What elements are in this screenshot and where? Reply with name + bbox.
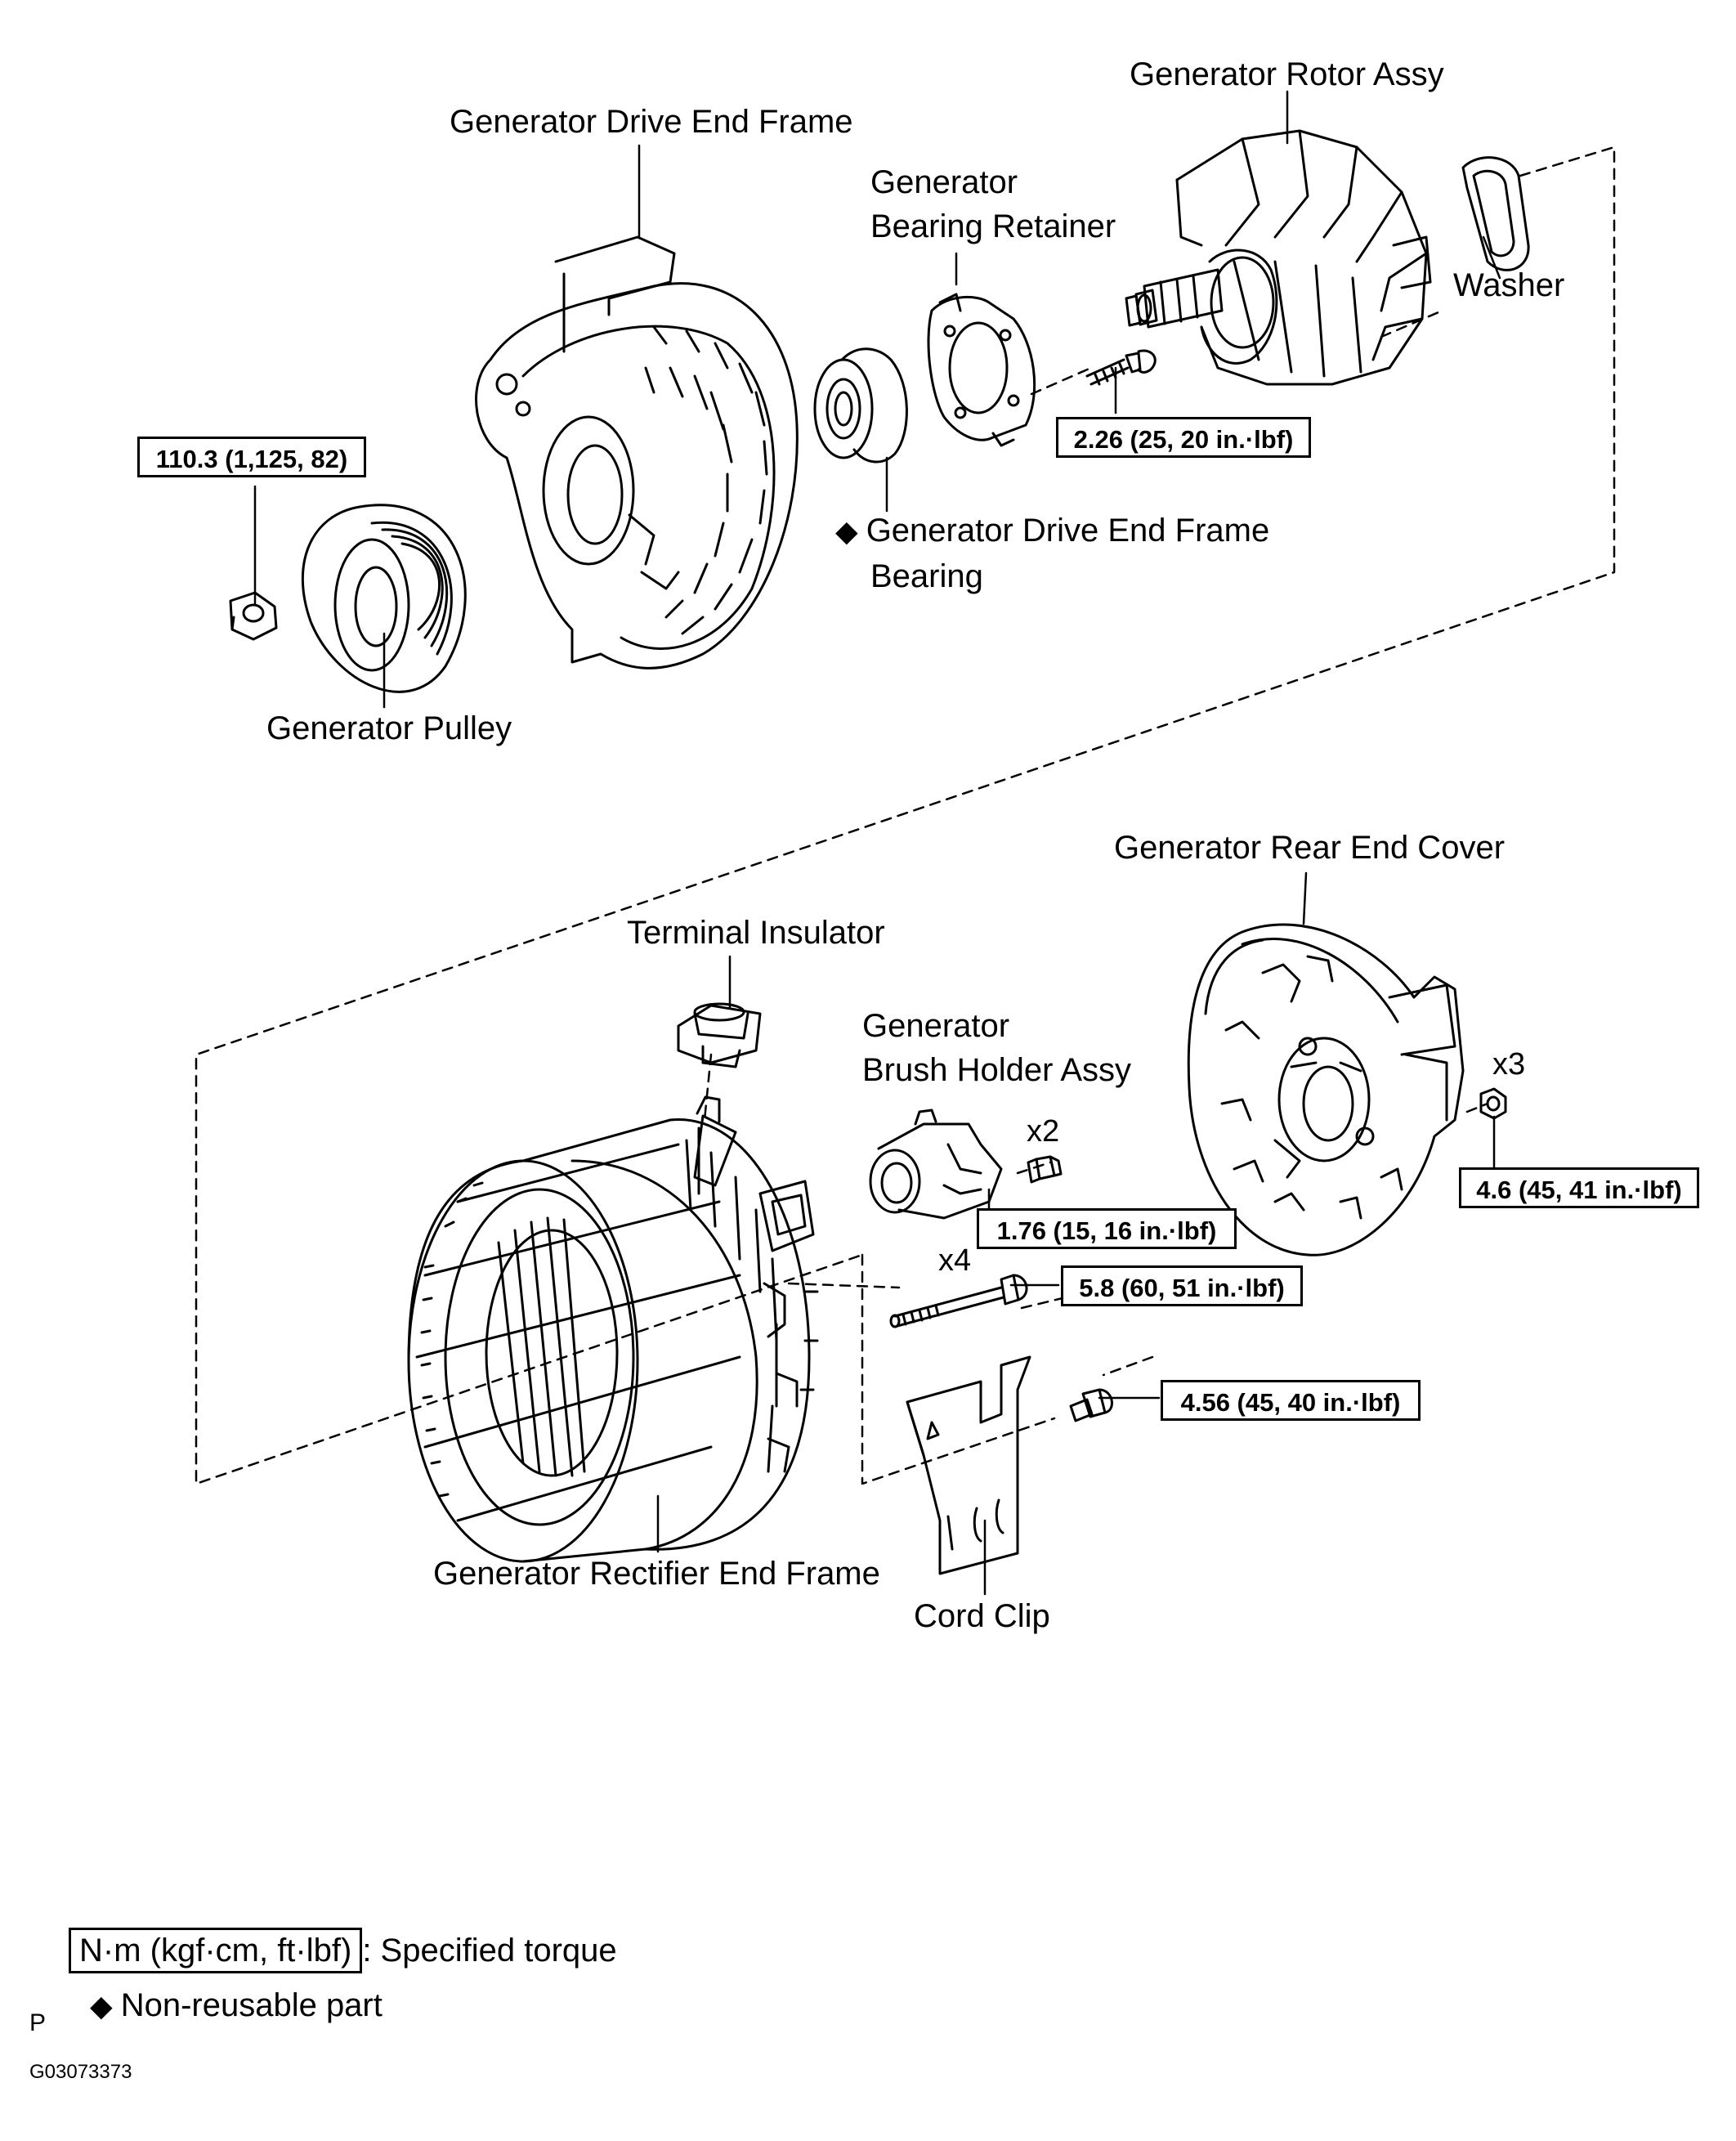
through-bolt-drawing [889, 1274, 1028, 1328]
drive-end-bearing-drawing [813, 347, 908, 464]
footer-code-p: P [29, 2009, 47, 2036]
legend-diamond-icon: ◆ [90, 1989, 113, 2022]
assembly-dashed-lines [195, 146, 1616, 1485]
label-drive-end-bearing-line2: Bearing [870, 558, 983, 594]
bearing-retainer-drawing [927, 293, 1036, 447]
legend-torque-row: N·m (kgf·cm, ft·lbf): Specified torque [69, 1928, 617, 1973]
drive-end-frame-drawing [475, 235, 799, 670]
label-drive-end-frame: Generator Drive End Frame [450, 104, 853, 140]
torque-brush-holder-screw: 1.76 (15, 16 in.·lbf) [977, 1208, 1237, 1249]
label-washer: Washer [1453, 267, 1565, 303]
qty-brush-holder-screw: x2 [1027, 1114, 1060, 1149]
label-generator-pulley: Generator Pulley [266, 710, 512, 746]
pulley-nut-drawing [229, 591, 278, 641]
footer-figure-id: G03073373 [29, 2061, 132, 2083]
leader-lines [253, 90, 1501, 1596]
legend-torque-description: : Specified torque [362, 1933, 617, 1969]
legend-torque-units-box: N·m (kgf·cm, ft·lbf) [69, 1928, 363, 1973]
cord-clip-bolt-drawing [1069, 1388, 1113, 1422]
label-terminal-insulator: Terminal Insulator [627, 915, 885, 951]
rear-end-cover-drawing [1187, 923, 1465, 1256]
label-bearing-retainer-line2: Bearing Retainer [870, 208, 1116, 244]
retainer-screw-drawing [1085, 349, 1157, 386]
label-brush-holder-line1: Generator [862, 1008, 1010, 1044]
label-cord-clip: Cord Clip [914, 1598, 1050, 1634]
legend-non-reusable-description: Non-reusable part [120, 1987, 383, 2023]
torque-pulley-nut: 110.3 (1,125, 82) [137, 437, 366, 477]
torque-through-bolt: 5.8 (60, 51 in.·lbf) [1061, 1265, 1303, 1306]
label-brush-holder-line2: Brush Holder Assy [862, 1052, 1132, 1088]
legend-non-reusable-row: ◆Non-reusable part [90, 1983, 383, 2028]
brush-holder-screw-drawing [1027, 1155, 1063, 1184]
rotor-assy-drawing [1125, 129, 1432, 386]
qty-through-bolt: x4 [938, 1243, 972, 1278]
pulley-drawing [301, 504, 467, 693]
label-bearing-retainer-line1: Generator [870, 164, 1018, 200]
rear-cover-nut-drawing [1479, 1087, 1507, 1120]
rectifier-end-frame-drawing [407, 1095, 819, 1563]
label-drive-end-bearing-text: Generator Drive End Frame [866, 513, 1270, 549]
label-rotor-assy: Generator Rotor Assy [1130, 56, 1444, 92]
torque-retainer-screw: 2.26 (25, 20 in.·lbf) [1056, 417, 1311, 458]
label-rectifier-end-frame: Generator Rectifier End Frame [433, 1556, 880, 1592]
qty-rear-cover-nut: x3 [1492, 1047, 1526, 1082]
torque-rear-cover-nut: 4.6 (45, 41 in.·lbf) [1459, 1167, 1699, 1208]
label-rear-end-cover: Generator Rear End Cover [1114, 830, 1506, 866]
non-reusable-diamond-icon: ◆ [835, 514, 858, 548]
terminal-insulator-drawing [677, 1002, 762, 1068]
cord-clip-drawing [906, 1355, 1031, 1575]
washer-drawing [1461, 156, 1530, 271]
torque-cord-clip-bolt: 4.56 (45, 40 in.·lbf) [1161, 1380, 1421, 1421]
label-drive-end-bearing-line1: ◆Generator Drive End Frame [835, 508, 1269, 553]
brush-holder-drawing [869, 1109, 1003, 1220]
